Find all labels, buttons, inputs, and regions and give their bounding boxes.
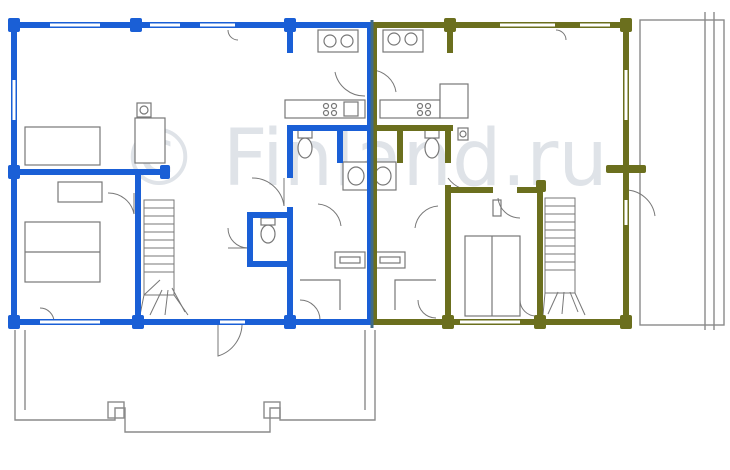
- right-unit-walls: [371, 22, 631, 325]
- left-unit-log-ends: [8, 18, 296, 329]
- porch-post: [107, 401, 125, 419]
- door-swing: [107, 192, 135, 215]
- stairs-left: [139, 199, 189, 316]
- door-swing: [227, 227, 249, 249]
- sofa: [24, 126, 101, 166]
- door-swing: [317, 203, 342, 227]
- door-swing: [217, 321, 243, 357]
- fridge: [439, 83, 469, 119]
- bench: [57, 181, 103, 203]
- right-unit-window-gaps: [460, 23, 628, 324]
- door-swing: [251, 177, 285, 207]
- porch-outline: [14, 330, 376, 433]
- terrace-outlines: [14, 12, 725, 433]
- table: [134, 117, 166, 164]
- kitchen-counter: [379, 99, 441, 119]
- stairs-right: [542, 197, 586, 316]
- door-swing: [299, 299, 321, 321]
- porch-post: [263, 401, 281, 419]
- door-swing: [519, 299, 537, 317]
- door-swing: [414, 205, 439, 229]
- door-swing: [497, 197, 521, 219]
- left-unit-window-gaps: [12, 23, 245, 324]
- toilet: [260, 224, 276, 244]
- door-swing: [624, 189, 656, 217]
- right-unit-log-ends: [442, 18, 646, 329]
- right-terrace-outline: [639, 19, 725, 326]
- toilet: [297, 137, 313, 159]
- fixtures: [24, 29, 521, 317]
- door-swings: [39, 29, 656, 357]
- door-swing: [417, 299, 437, 319]
- door-swing: [334, 71, 366, 97]
- toilet: [424, 137, 440, 159]
